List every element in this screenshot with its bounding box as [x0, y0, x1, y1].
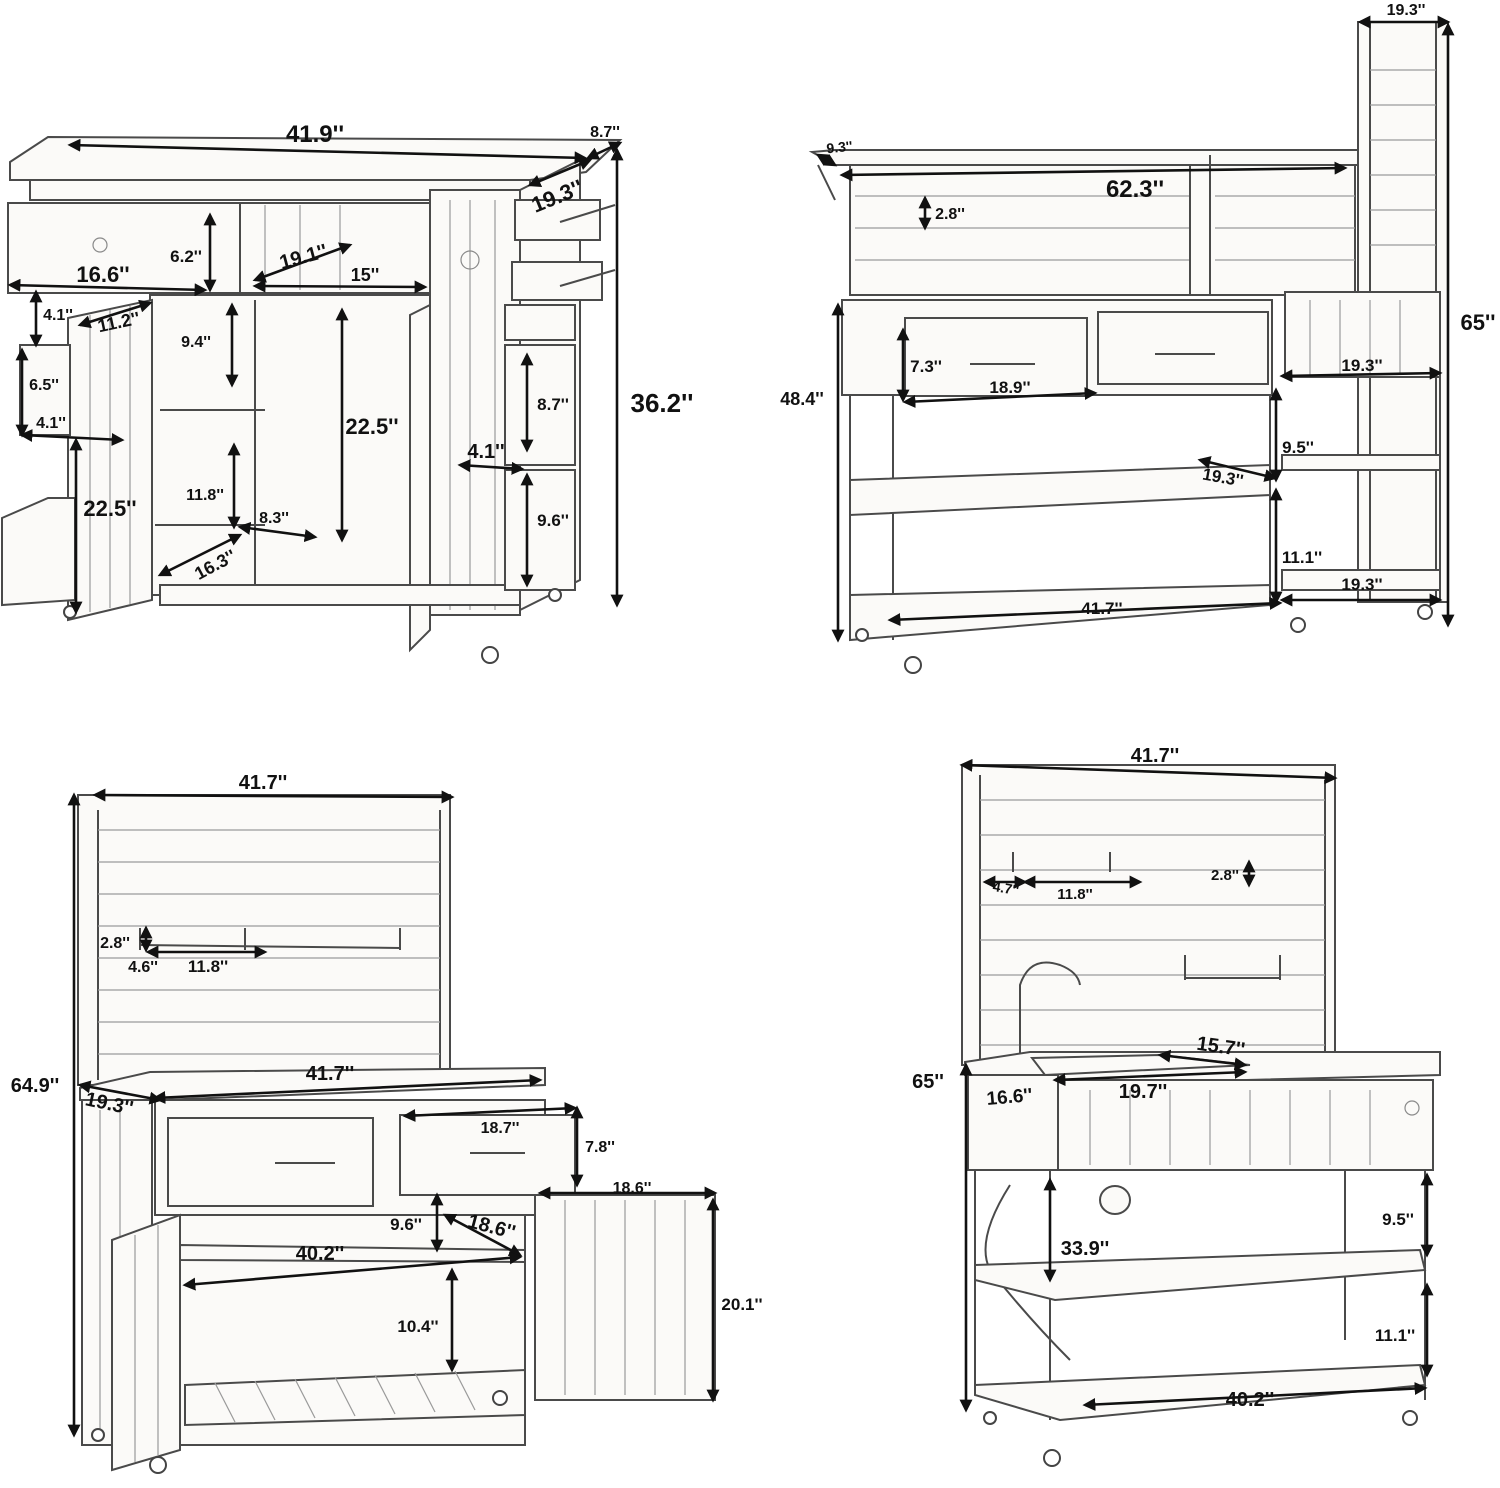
label-depth-side: 8.7'' [590, 124, 620, 141]
cabinet-dimension-lines [67, 788, 720, 1438]
label-shelf-gap: 9.4'' [181, 334, 211, 351]
label-gap: 4.1'' [43, 307, 73, 324]
label-inner-height: 22.5'' [345, 414, 398, 439]
label-drawer-width: 16.6'' [76, 262, 129, 287]
label-lower-gap: 11.8'' [186, 487, 224, 504]
label-bin-width: 4.1'' [36, 415, 66, 432]
label-width: 62.3'' [1106, 176, 1164, 203]
island-dimension-lines [7, 138, 624, 615]
label-drawer-width: 18.7'' [481, 1120, 520, 1137]
label-hook-width: 11.8'' [1057, 886, 1093, 903]
label-width: 41.9'' [286, 121, 344, 148]
label-drawer-width: 18.9'' [989, 378, 1030, 397]
label-bin-height: 6.5'' [29, 377, 59, 394]
label-shelf-gap: 9.5'' [1282, 438, 1314, 457]
label-base-width: 41.7'' [1081, 599, 1122, 618]
label-side-width: 4.1'' [467, 441, 504, 463]
label-shelf-width: 15'' [351, 265, 380, 285]
label-gap: 9.6'' [390, 1215, 422, 1234]
label-hook-width: 11.8'' [188, 957, 228, 976]
label-hook-depth: 4.7'' [992, 878, 1021, 898]
label-height: 65'' [1461, 310, 1496, 335]
label-base-right: 19.3'' [1341, 575, 1382, 594]
label-drawer-height: 7.3'' [910, 357, 942, 376]
label-shelf-gap: 9.5'' [1382, 1210, 1414, 1229]
label-hook-gap: 2.8'' [100, 935, 130, 952]
label-tower-width: 19.3'' [1387, 2, 1426, 19]
label-door-height: 20.1'' [721, 1295, 762, 1314]
label-counter-width: 41.7'' [306, 1063, 354, 1085]
label-sink-width: 19.7'' [1119, 1081, 1167, 1103]
label-inner-width: 33.9'' [1061, 1238, 1109, 1260]
island-dimension-labels: 41.9'' 8.7'' 19.3'' 16.6'' 6.2'' 19.1'' … [29, 121, 693, 584]
sink-dimension-lines [959, 758, 1434, 1413]
sink-dimension-labels: 41.7'' 4.7'' 11.8'' 2.8'' 15.7'' 65'' 16… [912, 745, 1415, 1411]
label-side-lower: 9.6'' [537, 511, 569, 530]
label-lower-gap: 11.1'' [1375, 1326, 1415, 1345]
label-door-height: 22.5'' [83, 496, 136, 521]
label-lower-gap: 10.4'' [397, 1317, 438, 1336]
label-hook-gap: 2.8'' [1211, 867, 1239, 884]
label-slat-gap: 2.8'' [935, 206, 965, 223]
cabinet-bench-sketch [77, 794, 716, 1474]
label-height: 65'' [912, 1071, 944, 1093]
label-base-width: 40.2'' [1226, 1389, 1274, 1411]
label-drawer-height: 7.8'' [585, 1139, 615, 1156]
label-door-width: 18.6'' [613, 1180, 652, 1197]
label-left-height: 48.4'' [780, 389, 824, 409]
label-lower-gap: 11.1'' [1282, 548, 1322, 567]
bar-dimension-lines [815, 15, 1455, 643]
bar-dimension-labels: 19.3'' 9.3'' 62.3'' 2.8'' 65'' 48.4'' 7.… [780, 2, 1495, 618]
label-hook-depth: 4.6'' [128, 959, 158, 976]
label-drawer-height: 6.2'' [170, 247, 202, 266]
label-side-upper: 8.7'' [537, 395, 569, 414]
label-depth: 16.6'' [986, 1085, 1034, 1110]
label-shelf-width: 40.2'' [296, 1243, 344, 1265]
label-height: 36.2'' [631, 388, 694, 418]
label-top-depth: 9.3'' [826, 138, 854, 157]
label-right-width: 19.3'' [1341, 356, 1382, 375]
label-shelf-inner: 8.3'' [259, 510, 289, 527]
sink-station-sketch [961, 764, 1441, 1467]
label-height: 64.9'' [11, 1075, 59, 1097]
label-top-width: 41.7'' [1131, 745, 1179, 767]
label-top-width: 41.7'' [239, 772, 287, 794]
